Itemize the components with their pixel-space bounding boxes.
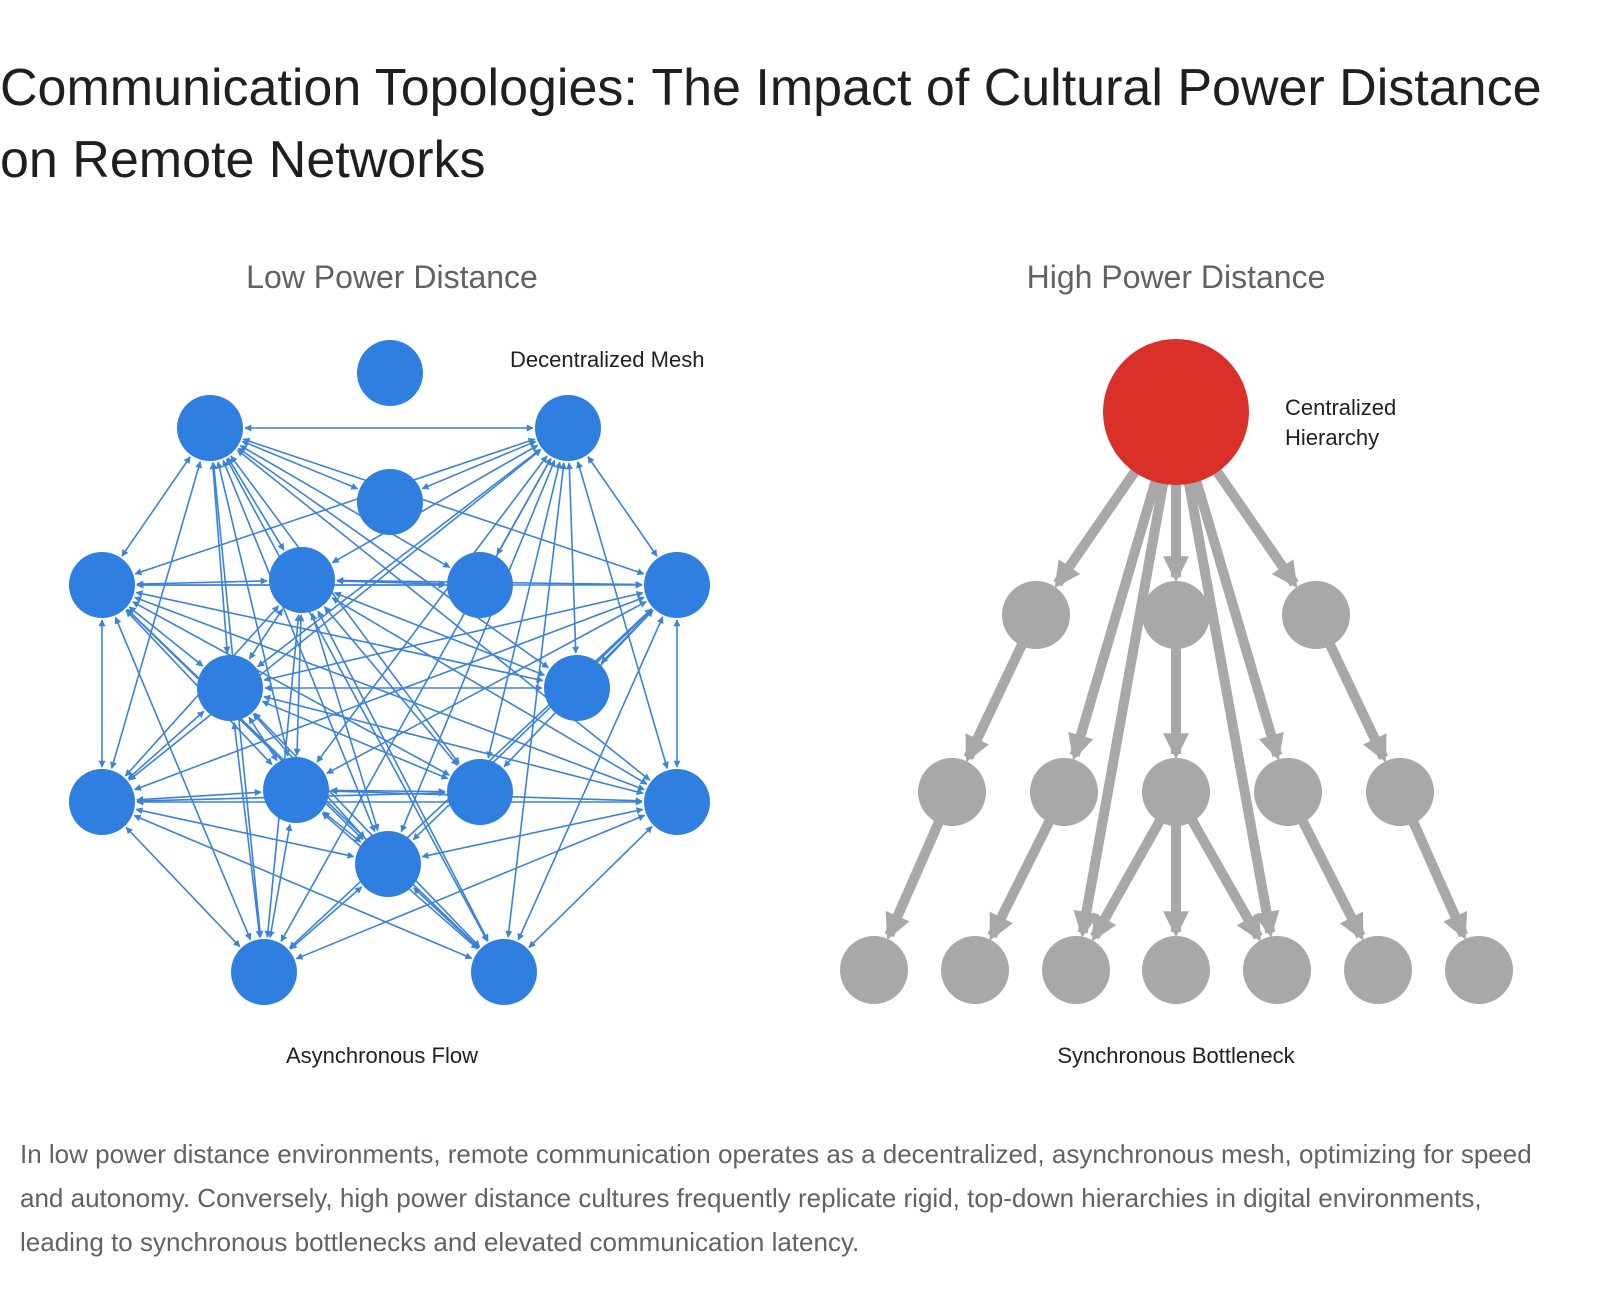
mesh-edge: [528, 825, 653, 949]
mesh-label: Decentralized Mesh: [510, 347, 704, 372]
mesh-node: [197, 655, 263, 721]
mesh-node: [357, 340, 423, 406]
mesh-edge: [412, 608, 653, 841]
hierarchy-edge: [1073, 479, 1169, 938]
topology-diagram: Low Power Distance High Power Distance D…: [69, 259, 1513, 1068]
mesh-edge: [289, 886, 363, 950]
mesh-edge: [128, 606, 204, 667]
mesh-node: [177, 395, 243, 461]
hierarchy-node: [1344, 936, 1412, 1004]
mesh-edge: [267, 823, 293, 939]
hierarchy-node: [941, 936, 1009, 1004]
mesh-node: [644, 769, 710, 835]
hierarchy-node: [840, 936, 908, 1004]
mesh-nodes: [69, 340, 710, 1005]
hierarchy-edge: [1090, 815, 1166, 942]
hierarchy-edge: [1211, 465, 1299, 588]
hierarchy-edge: [1297, 816, 1366, 941]
mesh-node: [231, 939, 297, 1005]
right-panel-title: High Power Distance: [1027, 259, 1326, 295]
mesh-node: [69, 769, 135, 835]
hierarchy-edge: [987, 816, 1056, 941]
mesh-edge: [253, 712, 481, 948]
hierarchy-label-line2: Hierarchy: [1285, 425, 1379, 450]
mesh-node: [69, 552, 135, 618]
page-title: Communication Topologies: The Impact of …: [0, 59, 1542, 189]
hierarchy-node: [1142, 936, 1210, 1004]
mesh-edge: [127, 710, 205, 780]
mesh-edge: [421, 807, 644, 859]
hierarchy-edge: [1190, 476, 1284, 761]
mesh-edge: [241, 440, 359, 490]
mesh-node: [544, 655, 610, 721]
hierarchy-node: [1254, 758, 1322, 826]
mesh-node: [644, 552, 710, 618]
hierarchy-label-line1: Centralized: [1285, 395, 1396, 420]
mesh-edge: [413, 887, 479, 949]
hierarchy-node: [918, 758, 986, 826]
hierarchy-edge: [1186, 815, 1263, 942]
hierarchy-node: [1002, 581, 1070, 649]
hierarchy-node: [1366, 758, 1434, 826]
mesh-node: [263, 757, 329, 823]
left-panel-title: Low Power Distance: [246, 259, 538, 295]
hierarchy-edge: [963, 639, 1028, 763]
hierarchy-node: [1445, 936, 1513, 1004]
hierarchy-node: [1142, 581, 1210, 649]
hierarchy-edge: [1068, 476, 1162, 761]
figure-caption: In low power distance environments, remo…: [20, 1139, 1532, 1257]
mesh-edge: [333, 591, 546, 677]
mesh-edge: [587, 456, 658, 557]
mesh-node: [447, 759, 513, 825]
topology-figure: Low Power Distance High Power Distance D…: [0, 230, 1600, 1110]
hierarchy-node: [1282, 581, 1350, 649]
mesh-node: [447, 552, 513, 618]
mesh-edge: [125, 826, 241, 948]
mesh-node: [471, 939, 537, 1005]
hierarchy-node: [1243, 936, 1311, 1004]
hierarchy-root-node: [1103, 339, 1249, 485]
mesh-bottom-label: Asynchronous Flow: [286, 1043, 478, 1068]
tree-edges: [884, 465, 1469, 942]
hierarchy-edge: [884, 817, 945, 940]
mesh-node: [535, 395, 601, 461]
hierarchy-edge: [1183, 479, 1280, 938]
hierarchy-edge: [1053, 465, 1141, 588]
mesh-node: [355, 831, 421, 897]
hierarchy-node: [1030, 758, 1098, 826]
mesh-node: [357, 469, 423, 535]
hierarchy-node: [1142, 758, 1210, 826]
mesh-edge: [121, 456, 191, 557]
hierarchy-bottom-label: Synchronous Bottleneck: [1057, 1043, 1295, 1068]
tree-nodes: [840, 339, 1513, 1004]
mesh-edge: [231, 722, 263, 938]
hierarchy-edge: [1324, 639, 1389, 763]
hierarchy-edge: [1407, 817, 1469, 941]
hierarchy-node: [1042, 936, 1110, 1004]
mesh-node: [269, 547, 335, 613]
